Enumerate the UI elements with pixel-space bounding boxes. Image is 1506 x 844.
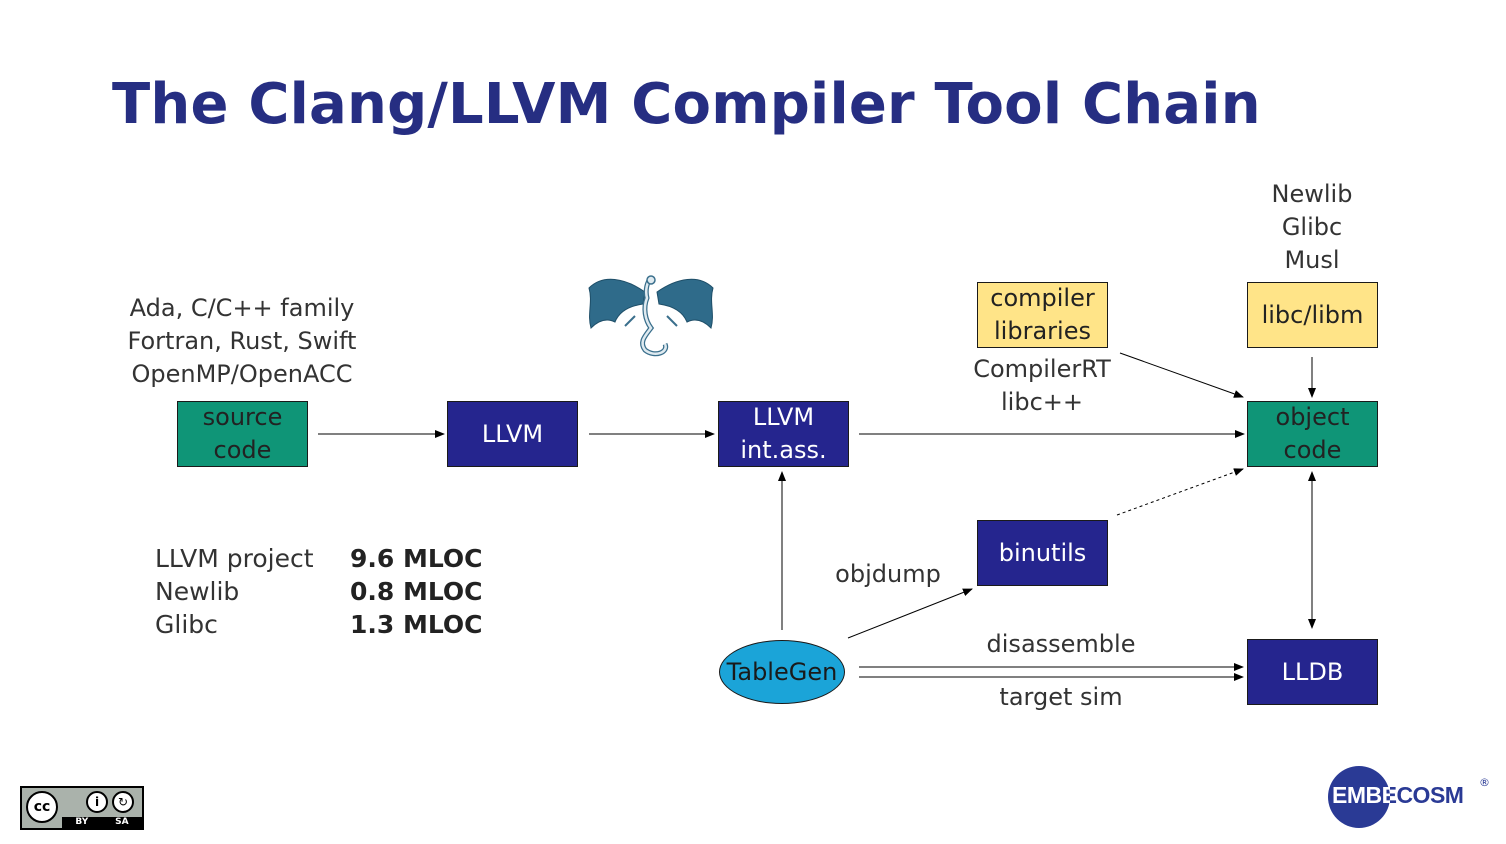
slide-title: The Clang/LLVM Compiler Tool Chain [112, 72, 1261, 137]
arrow-binutils-to-object [1116, 468, 1244, 516]
llvm-ir-box: LLVM int.ass. [718, 401, 849, 467]
cc-icon: cc [26, 791, 58, 823]
embecosm-logo: EMBECOSM EMBECOSM ® [1326, 764, 1496, 830]
llvm-box: LLVM [447, 401, 578, 467]
stats-value: 1.3 MLOC [350, 610, 483, 639]
objdump-label: objdump [835, 560, 941, 588]
stats-value: 0.8 MLOC [350, 577, 483, 606]
disassemble-label: disassemble [986, 630, 1136, 658]
stats-row: Newlib 0.8 MLOC [155, 575, 483, 608]
code-size-stats: LLVM project 9.6 MLOC Newlib 0.8 MLOC Gl… [155, 542, 483, 641]
stats-name: LLVM project [155, 544, 314, 573]
sa-label: SA [115, 817, 129, 827]
stats-value: 9.6 MLOC [350, 544, 483, 573]
cc-by-sa-badge: cc i ↻ BY SA [20, 786, 144, 830]
object-code-box: object code [1247, 401, 1378, 467]
arrow-tablegen-to-binutils [847, 588, 973, 639]
stats-row: LLVM project 9.6 MLOC [155, 542, 483, 575]
embecosm-logo-text: EMBECOSM [1332, 782, 1464, 808]
target-sim-label: target sim [999, 683, 1123, 711]
llvm-dragon-logo [588, 275, 714, 357]
stats-row: Glibc 1.3 MLOC [155, 608, 483, 641]
cc-text: cc [33, 799, 51, 815]
embecosm-logo-text-overlay: EMBECOSM [1332, 782, 1390, 808]
arrow-compiler-libs-to-object [1119, 352, 1244, 398]
embecosm-logo-circle [1328, 766, 1390, 828]
compiler-libraries-box: compiler libraries [977, 282, 1108, 348]
source-code-box: source code [177, 401, 308, 467]
stats-name: Newlib [155, 577, 240, 606]
libc-variants-label: Newlib Glibc Musl [1271, 180, 1353, 274]
compiler-rt-label: CompilerRT libc++ [973, 355, 1111, 416]
tablegen-ellipse: TableGen [719, 640, 845, 704]
share-alike-icon: ↻ [112, 791, 134, 813]
by-label: BY [75, 817, 89, 827]
registered-mark: ® [1479, 776, 1490, 789]
binutils-box: binutils [977, 520, 1108, 586]
attribution-icon: i [86, 791, 108, 813]
stats-name: Glibc [155, 610, 218, 639]
cc-label-strip: BY SA [62, 817, 142, 828]
lldb-box: LLDB [1247, 639, 1378, 705]
libc-libm-box: libc/libm [1247, 282, 1378, 348]
source-languages-label: Ada, C/C++ family Fortran, Rust, Swift O… [127, 294, 357, 388]
